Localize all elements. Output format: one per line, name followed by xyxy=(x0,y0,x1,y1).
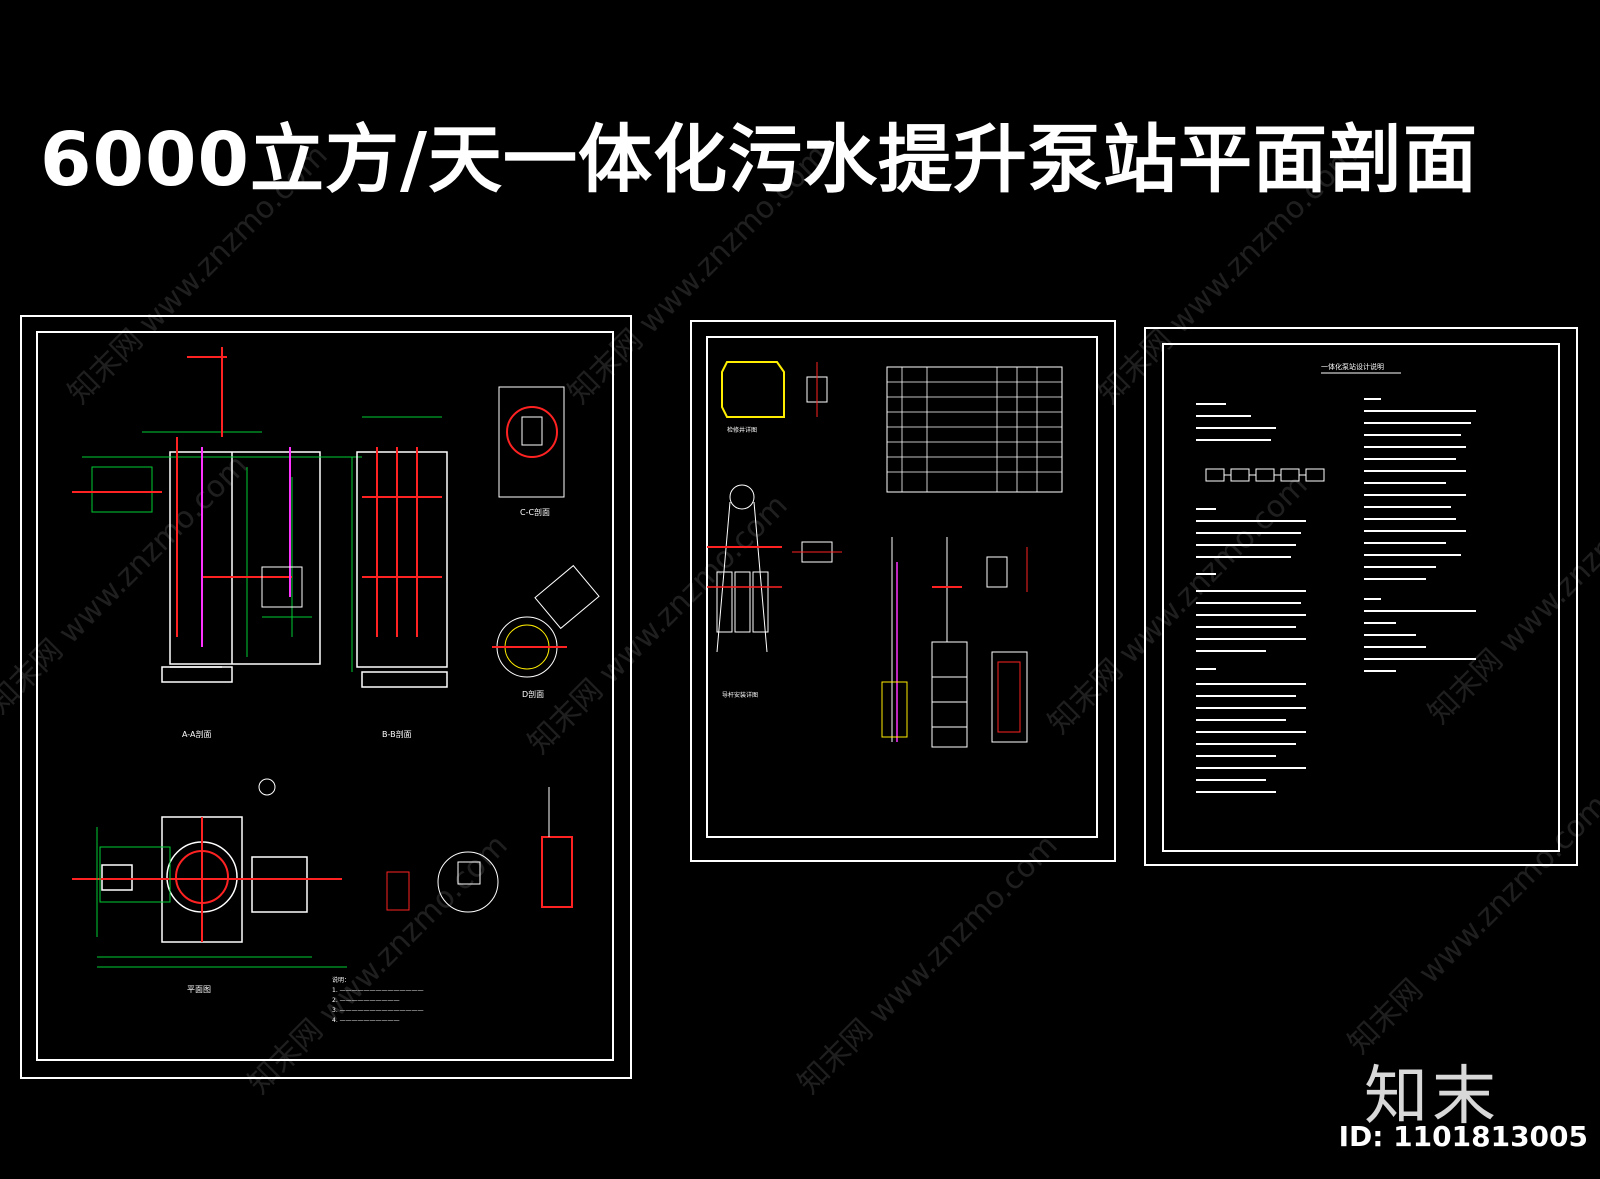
svg-text:一体化泵站设计说明: 一体化泵站设计说明 xyxy=(1321,362,1384,371)
watermark: 知末网 www.znzmo.com xyxy=(791,827,1065,1101)
svg-text:平面图: 平面图 xyxy=(187,985,211,994)
asset-id: ID: 1101813005 xyxy=(1338,1120,1588,1153)
svg-text:D剖面: D剖面 xyxy=(522,689,544,699)
svg-text:3. ——————————————: 3. —————————————— xyxy=(332,1007,424,1014)
svg-text:检修井详图: 检修井详图 xyxy=(727,426,757,434)
svg-text:C-C剖面: C-C剖面 xyxy=(520,507,550,517)
section-a-a-dims xyxy=(82,431,362,657)
sheet-inner-frame xyxy=(36,331,614,1061)
svg-text:B-B剖面: B-B剖面 xyxy=(382,729,412,739)
brand-logo: 知末 xyxy=(1364,1060,1500,1134)
svg-text:导杆安装详图: 导杆安装详图 xyxy=(722,691,758,699)
sheet-1-drawing: A-A剖面 B-B剖面 C-C剖面 D剖面 xyxy=(72,347,600,1024)
notes-left-column xyxy=(1196,403,1306,793)
svg-text:2. ——————————: 2. —————————— xyxy=(332,997,400,1004)
sheet-2-drawing: 检修井详图 导杆安装详图 xyxy=(707,361,1063,748)
page-title: 6000立方/天一体化污水提升泵站平面剖面 xyxy=(40,117,1478,203)
notes-right-column xyxy=(1364,398,1476,672)
drawing-sheet-1: A-A剖面 B-B剖面 C-C剖面 D剖面 xyxy=(20,315,632,1079)
svg-text:说明：: 说明： xyxy=(332,976,350,984)
section-a-a-pipes xyxy=(72,347,292,637)
svg-text:A-A剖面: A-A剖面 xyxy=(182,729,211,739)
sheet-inner-frame xyxy=(1162,343,1560,852)
drawing-sheet-3: 一体化泵站设计说明 xyxy=(1144,327,1578,866)
sheet-3-drawing: 一体化泵站设计说明 xyxy=(1196,362,1476,793)
section-a-a xyxy=(161,451,321,683)
svg-text:4. ——————————: 4. —————————— xyxy=(332,1017,400,1024)
svg-text:1. ——————————————: 1. —————————————— xyxy=(332,987,424,994)
section-b-b xyxy=(356,451,448,688)
drawing-sheet-2: 检修井详图 导杆安装详图 xyxy=(690,320,1116,862)
